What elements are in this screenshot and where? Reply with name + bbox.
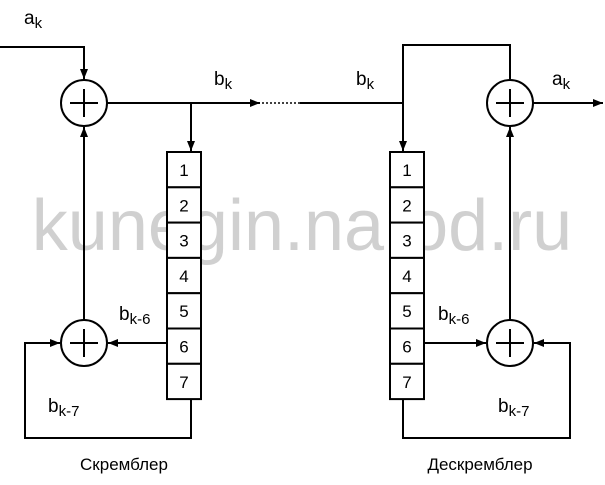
- register-cell: [389, 221, 425, 259]
- label-bk6-right: bk-6: [438, 304, 469, 328]
- register-cell-number: 4: [402, 267, 411, 286]
- register-cell-number: 7: [179, 373, 188, 392]
- register-cell-number: 6: [179, 338, 188, 357]
- xor-adder-icon: [60, 79, 108, 127]
- register-cell-number: 2: [402, 196, 411, 215]
- register-cell-number: 3: [179, 232, 188, 251]
- label-bk7-right: bk-7: [498, 396, 529, 420]
- label-a-in: ak: [24, 8, 43, 32]
- xor-adders: [60, 79, 534, 367]
- wires: [0, 44, 603, 439]
- register-cell-number: 5: [402, 302, 411, 321]
- caption-scrambler: Скремблер: [80, 455, 168, 474]
- label-b-out: bk: [214, 69, 233, 93]
- xor-adder-icon: [60, 319, 108, 367]
- label-bk6-left: bk-6: [119, 304, 150, 328]
- label-b-in: bk: [356, 69, 375, 93]
- register-cell: [389, 151, 425, 189]
- shift-register-descrambler: 1 2 3 4 5 6 7: [389, 151, 425, 401]
- register-cell: [389, 256, 425, 295]
- register-cell-number: 5: [179, 302, 188, 321]
- label-a-out: ak: [552, 69, 571, 93]
- register-cell-number: 3: [402, 232, 411, 251]
- register-cell: [166, 186, 202, 224]
- register-cell-number: 2: [179, 196, 188, 215]
- register-cell-number: 1: [179, 161, 188, 180]
- shift-register-scrambler: 1 2 3 4 5 6 7: [166, 151, 202, 401]
- xor-adder-icon: [486, 79, 534, 127]
- register-cell: [166, 256, 202, 295]
- register-cell-number: 1: [402, 161, 411, 180]
- register-cell-number: 4: [179, 267, 188, 286]
- caption-descrambler: Дескремблер: [427, 455, 532, 474]
- register-cell: [166, 362, 202, 401]
- register-cell: [389, 362, 425, 401]
- register-cell: [166, 151, 202, 189]
- register-cell: [166, 327, 202, 365]
- register-cell-number: 6: [402, 338, 411, 357]
- watermark: kunegin.narod.ru: [32, 186, 572, 266]
- register-cell-number: 7: [402, 373, 411, 392]
- xor-adder-icon: [486, 319, 534, 367]
- register-cell: [389, 186, 425, 224]
- label-bk7-left: bk-7: [48, 396, 79, 420]
